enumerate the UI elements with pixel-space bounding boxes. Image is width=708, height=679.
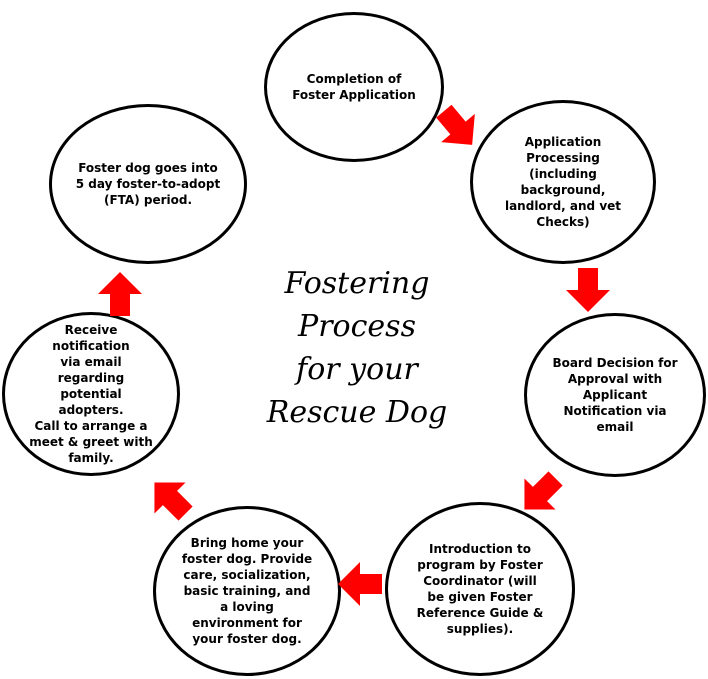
red-arrow-icon [566,268,610,312]
step-text: Bring home your foster dog. Provide care… [181,536,313,646]
title-line-2: for your [296,352,418,387]
step-completion-of-application: Completion of Foster Application [264,12,444,162]
step-receive-notification: Receive notification via email regarding… [2,312,180,476]
step-text: Application Processing (including backgr… [504,135,622,229]
step-text: Introduction to program by Foster Coordi… [416,542,544,636]
step-introduction-to-program: Introduction to program by Foster Coordi… [385,502,575,676]
red-arrow-icon [139,467,201,529]
red-arrow-icon [509,463,571,525]
red-arrow-icon [427,97,489,159]
step-application-processing: Application Processing (including backgr… [470,100,656,264]
title-line-3: Rescue Dog [266,395,448,430]
step-text: Completion of Foster Application [292,72,416,102]
step-text: Board Decision for Approval with Applica… [552,356,678,434]
diagram-title: Fostering Process for your Rescue Dog [222,262,492,434]
step-board-decision: Board Decision for Approval with Applica… [524,313,706,477]
step-bring-home-dog: Bring home your foster dog. Provide care… [153,506,341,676]
title-line-1: Fostering Process [284,266,430,344]
red-arrow-icon [98,272,142,316]
step-text: Foster dog goes into 5 day foster-to-ado… [75,161,221,207]
step-text: Receive notification via email regarding… [29,323,153,465]
red-arrow-icon [338,562,382,606]
step-foster-to-adopt-period: Foster dog goes into 5 day foster-to-ado… [49,104,247,264]
